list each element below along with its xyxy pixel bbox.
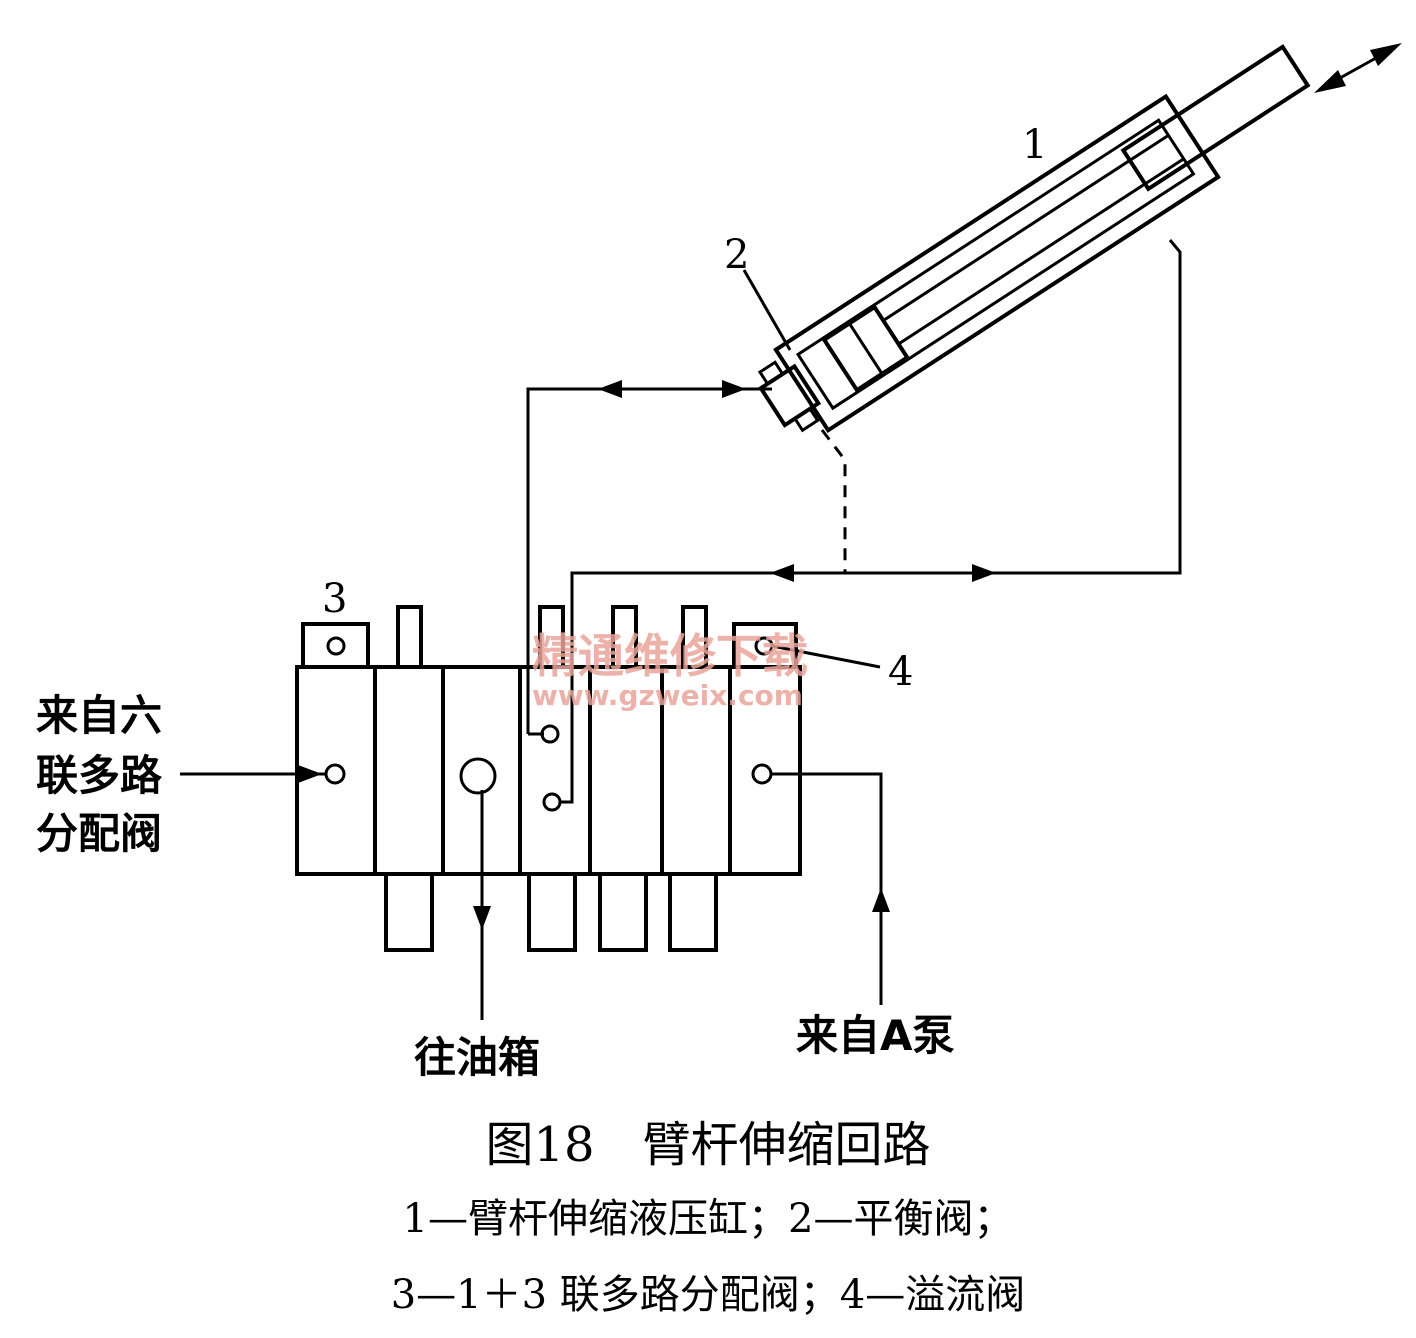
callout-4: 4 xyxy=(888,649,913,695)
watermark-cn: 精通维修下载 xyxy=(532,629,808,683)
cylinder-outer-barrel xyxy=(773,93,1221,434)
pipe-from-pump xyxy=(772,772,883,1005)
arrow-right-icon xyxy=(722,380,746,398)
cylinder-inner-barrel xyxy=(795,118,1196,411)
arrow-left-icon xyxy=(598,380,622,398)
arrow-right-icon xyxy=(972,564,996,582)
inlet-label-line-3: 分配阀 xyxy=(36,809,162,858)
pilot-line-dashed xyxy=(820,429,847,573)
pipelines xyxy=(180,43,1402,1020)
piston-rod-edge xyxy=(882,134,1170,322)
spool-end-top xyxy=(611,605,638,669)
inlet-label-line-1: 来自六 xyxy=(36,691,162,740)
arrow-left-icon xyxy=(770,564,794,582)
figure-title: 图18 臂杆伸缩回路 xyxy=(485,1117,931,1173)
balance-valve-port xyxy=(792,406,820,433)
pump-port xyxy=(751,763,773,785)
spool-end-top xyxy=(681,605,708,669)
valve-port xyxy=(326,636,346,656)
callout-1: 1 xyxy=(1022,122,1047,168)
pipe-to-rod-side xyxy=(560,239,1182,804)
leader-line-4 xyxy=(771,644,881,669)
spool-end-top xyxy=(538,605,565,669)
arrow-down-icon xyxy=(473,906,491,930)
spool-end-bottom xyxy=(668,872,718,952)
spool-end-bottom xyxy=(527,872,577,952)
valve-top-cap-3 xyxy=(301,622,370,669)
piston-rod-end xyxy=(1120,44,1311,192)
inlet-label-line-2: 联多路 xyxy=(36,751,163,800)
callout-2: 2 xyxy=(724,232,749,278)
inlet-port xyxy=(324,763,346,785)
watermark-url: www.gzweix.com xyxy=(532,679,803,712)
balance-valve-stem xyxy=(757,360,785,386)
arrow-up-icon xyxy=(872,888,890,912)
relief-valve-cap xyxy=(732,622,798,669)
arrow-right-icon xyxy=(298,765,322,783)
piston-seal xyxy=(848,322,884,375)
leader-line-2 xyxy=(742,269,792,351)
piston-rod-edge xyxy=(897,157,1185,346)
motion-arrow-icon xyxy=(1314,70,1346,93)
work-port-a xyxy=(540,724,560,744)
watermark: 精通维修下载 www.gzweix.com xyxy=(532,629,808,712)
pipe-to-balance-valve xyxy=(526,387,772,734)
telescopic-cylinder xyxy=(773,44,1311,434)
spool-end-bottom xyxy=(598,872,648,952)
spool-end-top xyxy=(396,605,423,669)
motion-arrow-icon xyxy=(1370,43,1402,66)
spool-end-bottom xyxy=(384,872,434,952)
multi-way-valve xyxy=(295,605,802,952)
figure-legend-line-1: 1—臂杆伸缩液压缸；2—平衡阀； xyxy=(402,1196,1014,1242)
from-pump-label: 来自A泵 xyxy=(796,1011,955,1060)
callout-3: 3 xyxy=(322,576,347,622)
to-tank-label: 往油箱 xyxy=(414,1033,540,1082)
figure-legend-line-2: 3—1＋3 联多路分配阀；4—溢流阀 xyxy=(390,1272,1026,1318)
work-port-b xyxy=(542,792,562,812)
balance-valve xyxy=(757,360,822,433)
tank-port xyxy=(459,757,497,795)
